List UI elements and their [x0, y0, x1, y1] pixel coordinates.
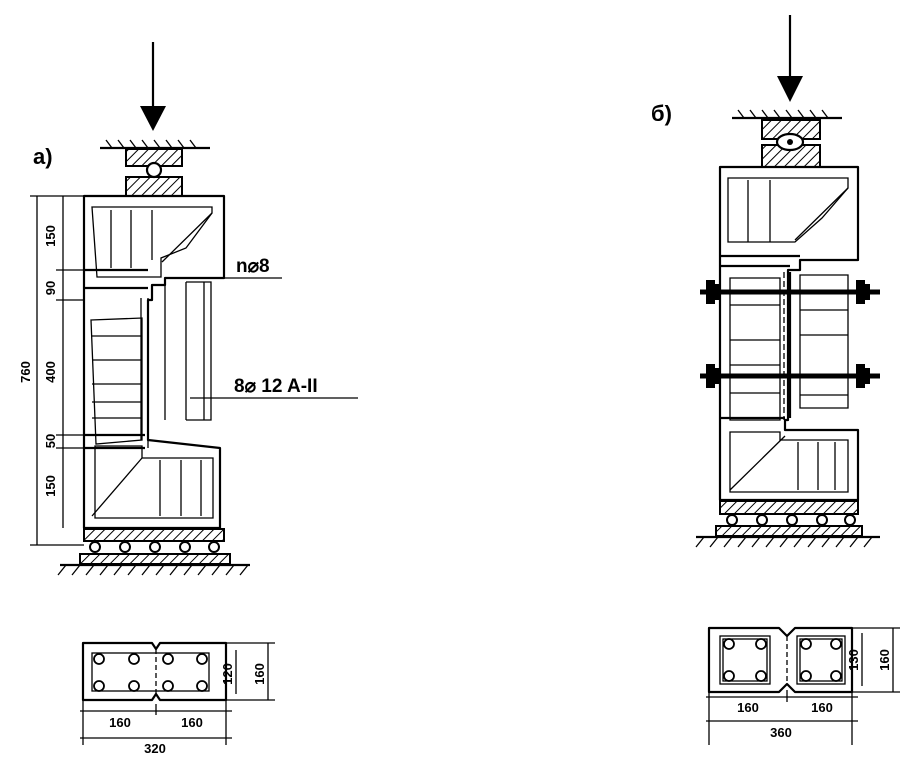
dim-segment-5: 150 [43, 475, 58, 497]
panel-b: б) [651, 15, 900, 745]
dim-segment-2: 90 [43, 281, 58, 295]
middle-reinforcement [729, 272, 849, 421]
bottom-bracket-reinforcement [91, 445, 214, 519]
specimen-outline [718, 165, 860, 502]
sec-a-total-width: 320 [144, 741, 166, 756]
dim-total-height: 760 [18, 361, 33, 383]
bottom-support [695, 500, 880, 548]
cross-section-a [80, 641, 275, 745]
sec-a-outer-height: 160 [252, 663, 267, 685]
top-support [732, 109, 842, 168]
dim-segment-3: 400 [43, 361, 58, 383]
top-support [100, 139, 210, 197]
sec-a-inner-height: 120 [220, 663, 235, 685]
panel-a: а) [18, 42, 358, 756]
rebar-note: 8⌀ 12 A-II [234, 376, 318, 397]
dim-segment-4: 50 [43, 434, 58, 448]
dim-segment-1: 150 [43, 225, 58, 247]
longitudinal-rebars [140, 281, 212, 448]
panel-b-label: б) [651, 101, 672, 126]
load-arrow-icon [140, 42, 166, 131]
sec-a-width-left: 160 [109, 715, 131, 730]
dimension-lines [30, 195, 84, 546]
sec-b-width-right: 160 [811, 700, 833, 715]
sec-b-outer-height: 160 [877, 649, 892, 671]
top-bracket-reinforcement [91, 206, 213, 278]
clamp-bolts [700, 280, 880, 388]
stirrup-note: n⌀8 [236, 256, 270, 277]
bottom-bracket-reinforcement [729, 431, 849, 493]
bottom-support [57, 528, 250, 576]
sec-b-total-width: 360 [770, 725, 792, 740]
cross-section-b [706, 626, 900, 745]
middle-stirrups [90, 317, 143, 445]
sec-b-width-left: 160 [737, 700, 759, 715]
top-bracket-reinforcement [727, 177, 849, 243]
sec-a-width-right: 160 [181, 715, 203, 730]
panel-a-label: а) [33, 144, 53, 169]
load-arrow-icon [777, 15, 803, 102]
specimen-outline [82, 194, 226, 530]
sec-b-inner-height: 130 [846, 649, 861, 671]
